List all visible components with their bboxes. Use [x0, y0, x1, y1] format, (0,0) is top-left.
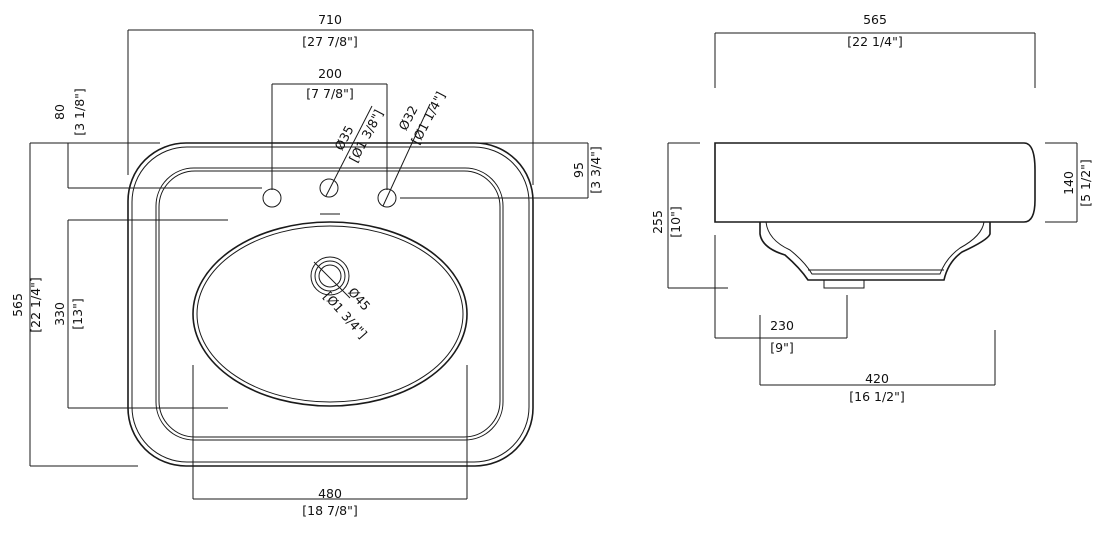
side-bowl [759, 222, 991, 281]
dim-95-mm: 95 [571, 162, 586, 178]
dim-330-mm: 330 [52, 302, 67, 326]
dim-80-in: [3 1/8"] [72, 88, 87, 136]
top-view: 710 [27 7/8"] 200 [7 7/8"] 80 [3 1/8"] 5… [10, 12, 603, 518]
dim-255-mm: 255 [650, 210, 665, 234]
drain-hole-inner [314, 260, 346, 292]
tap-hole-center [319, 178, 339, 198]
side-rim [714, 142, 1036, 223]
dim-565-side-in: [22 1/4"] [847, 34, 903, 49]
tap-hole-left [262, 188, 282, 208]
dim-200-mm: 200 [318, 66, 342, 81]
side-bowl-inner [765, 221, 985, 275]
dim-565-mm: 565 [10, 293, 25, 317]
drain-hole-core [318, 264, 342, 288]
dim-420-mm: 420 [865, 371, 889, 386]
dim-480-mm: 480 [318, 486, 342, 501]
dim-480-in: [18 7/8"] [302, 503, 358, 518]
basin-outer-outline [127, 142, 534, 467]
dim-710-in: [27 7/8"] [302, 34, 358, 49]
basin-inner-rim-2 [158, 170, 501, 438]
side-drain [823, 279, 865, 289]
leader-center-hole [325, 105, 373, 197]
basin-inner-rim [155, 167, 504, 441]
basin-outer-outline-inner [131, 146, 530, 463]
dim-140-in: [5 1/2"] [1078, 159, 1093, 207]
dim-95-in: [3 3/4"] [588, 146, 603, 194]
leader-side-hole [382, 103, 431, 207]
dim-710-mm: 710 [318, 12, 342, 27]
dim-230-mm: 230 [770, 318, 794, 333]
drain-hole [310, 256, 350, 296]
bowl-outline-inner [196, 225, 464, 403]
dim-420-in: [16 1/2"] [849, 389, 905, 404]
dim-565-in: [22 1/4"] [28, 277, 43, 333]
dim-140-mm: 140 [1061, 171, 1076, 195]
side-view: 565 [22 1/4"] 255 [10"] 140 [5 1/2"] 230… [650, 12, 1093, 404]
dim-255-in: [10"] [668, 206, 683, 237]
leader-drain [313, 261, 351, 299]
bowl-outline [192, 221, 468, 407]
dim-200-in: [7 7/8"] [306, 86, 354, 101]
dim-80-mm: 80 [52, 104, 67, 120]
dim-230-in: [9"] [770, 340, 793, 355]
dim-565-side-mm: 565 [863, 12, 887, 27]
dim-330-in: [13"] [70, 298, 85, 329]
